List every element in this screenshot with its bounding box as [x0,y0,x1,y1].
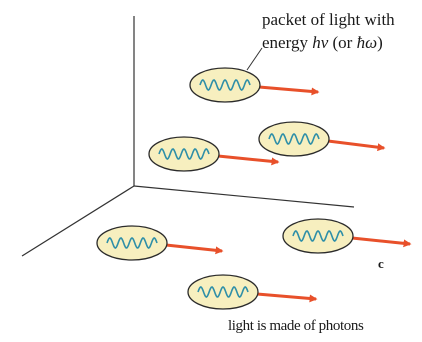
photon-1 [189,67,320,103]
photon-4 [96,225,224,261]
speed-of-light-label: c [378,256,384,271]
direction-arrow [217,154,280,166]
caption: light is made of photons [228,318,364,334]
wave-oscillation [268,133,320,145]
wave-oscillation [106,237,158,249]
annotation-line-2: energy hν (or ħω) [262,33,383,53]
annotation-or-text: (or [328,33,357,52]
annotation-line-1: packet of light with [262,10,395,29]
annotation-h-nu: hν [312,33,329,52]
annotation-close-paren: ) [377,33,383,52]
photon-2 [148,136,280,172]
direction-arrow [351,236,412,248]
annotation-pointer [246,47,263,71]
photon-group [96,67,412,310]
axes [21,16,355,257]
photon-5 [282,218,412,254]
wave-packet [148,136,220,172]
wave-packet [282,218,354,254]
photon-6 [187,274,318,310]
direction-arrow [327,139,386,152]
wave-oscillation [197,286,249,298]
annotation-energy-text: energy [262,33,313,52]
wave-packet [187,274,259,310]
photon-3 [258,121,386,157]
direction-arrow [256,292,318,303]
wave-oscillation [199,79,251,91]
wave-packet [96,225,168,261]
horizontal-axis [21,185,135,257]
depth-axis [133,185,355,208]
wave-packet [189,67,261,103]
direction-arrow [165,243,224,255]
wave-oscillation [292,230,344,242]
wave-packet [258,121,330,157]
direction-arrow [258,85,320,96]
wave-oscillation [158,148,210,160]
annotation-hbar-omega: ħω [356,33,378,52]
